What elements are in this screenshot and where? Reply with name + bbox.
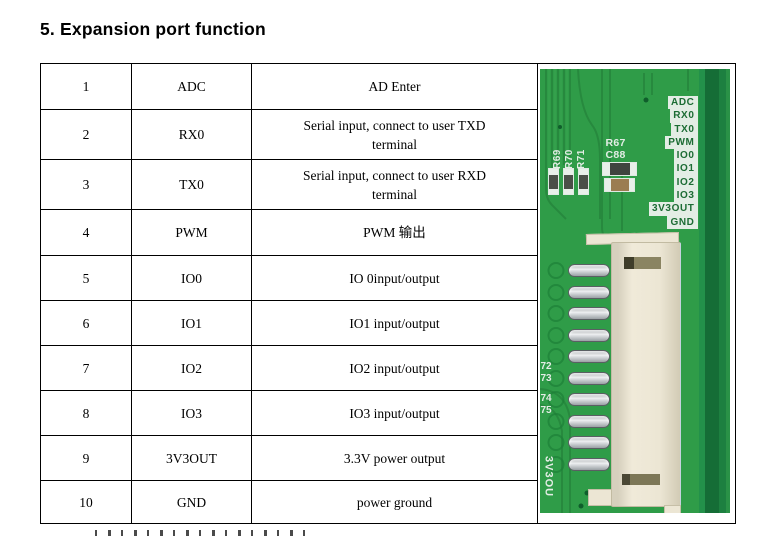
pin-name-cell: GND — [131, 480, 252, 524]
pcb-edge-strip — [725, 69, 730, 513]
edge-ref-label: 72 — [540, 361, 552, 372]
smd-resistor — [562, 168, 574, 195]
pin-number-cell: 9 — [40, 435, 132, 481]
content-area: 1 ADC AD Enter 2 RX0 Serial input, conne… — [40, 63, 736, 524]
connector-pin — [567, 393, 610, 406]
pin-number-cell: 3 — [40, 159, 132, 210]
table-row: 6 IO1 IO1 input/output — [40, 300, 538, 346]
silkscreen-ref-r67: R67 — [605, 137, 626, 149]
pin-name-cell: IO1 — [131, 300, 252, 346]
silkscreen-ref-label: R69 — [551, 149, 563, 169]
edge-ref-label: 75 — [540, 405, 552, 416]
silkscreen-ref-label: R70 — [563, 149, 575, 169]
pcb-pin-label: 3V3OUT — [648, 202, 698, 216]
pin-description-cell: IO2 input/output — [251, 345, 538, 391]
pin-description-cell: PWM 输出 — [251, 209, 538, 256]
pcb-pin-label: IO0 — [673, 149, 698, 163]
pin-description-cell: power ground — [251, 480, 538, 524]
pin-description-cell: 3.3V power output — [251, 435, 538, 481]
pin-function-table: 1 ADC AD Enter 2 RX0 Serial input, conne… — [40, 63, 538, 524]
connector-pin — [567, 264, 610, 277]
pin-description-cell: IO3 input/output — [251, 390, 538, 436]
pin-number-cell: 10 — [40, 480, 132, 524]
edge-ref-label: 73 — [540, 373, 552, 384]
pin-name-cell: IO0 — [131, 255, 252, 301]
smd-resistor-r67 — [601, 162, 637, 176]
table-row: 3 TX0 Serial input, connect to user RXD … — [40, 159, 538, 210]
connector-pin — [567, 350, 610, 363]
pin-number-cell: 4 — [40, 209, 132, 256]
pcb-pin-label: TX0 — [671, 122, 698, 136]
pin-name-cell: IO3 — [131, 390, 252, 436]
pin-number-cell: 6 — [40, 300, 132, 346]
table-row: 1 ADC AD Enter — [40, 63, 538, 110]
pcb-pin-label: ADC — [668, 96, 698, 110]
connector-pin — [567, 307, 610, 320]
connector-pin — [567, 329, 610, 342]
pcb-pin-label: RX0 — [670, 109, 698, 123]
table-row: 10 GND power ground — [40, 480, 538, 524]
table-row: 9 3V3OUT 3.3V power output — [40, 435, 538, 481]
table-row: 8 IO3 IO3 input/output — [40, 390, 538, 436]
pin-name-cell: RX0 — [131, 109, 252, 160]
pin-name-cell: TX0 — [131, 159, 252, 210]
pin-description-cell: IO 0input/output — [251, 255, 538, 301]
table-row: 4 PWM PWM 输出 — [40, 209, 538, 256]
table-row: 7 IO2 IO2 input/output — [40, 345, 538, 391]
edge-ref-label: 74 — [540, 393, 552, 404]
section-title: 5. Expansion port function — [40, 19, 266, 39]
edge-vertical-label: 3V3OU — [542, 456, 555, 498]
connector-pin — [567, 436, 610, 449]
silkscreen-ref-c88: C88 — [605, 149, 626, 161]
pin-number-cell: 1 — [40, 63, 132, 110]
smd-resistor-group — [547, 168, 589, 195]
connector-pin — [567, 372, 610, 385]
table-row: 5 IO0 IO 0input/output — [40, 255, 538, 301]
connector-top-slot — [623, 257, 661, 269]
pcb-pin-label: IO2 — [673, 175, 698, 190]
connector-bottom-slot — [621, 474, 660, 485]
pcb-pin-label: IO1 — [673, 162, 698, 176]
silkscreen-ref-label: R71 — [575, 149, 587, 169]
connector-pin — [567, 286, 610, 299]
connector-bottom-notch — [663, 505, 681, 513]
table-row: 2 RX0 Serial input, connect to user TXD … — [40, 109, 538, 160]
pin-number-cell: 5 — [40, 255, 132, 301]
pcb-pin-label: GND — [667, 215, 698, 229]
pin-description-cell: AD Enter — [251, 63, 538, 110]
pin-description-cell: Serial input, connect to user TXD termin… — [251, 109, 538, 160]
pin-number-cell: 7 — [40, 345, 132, 391]
pin-description-cell: Serial input, connect to user RXD termin… — [251, 159, 538, 210]
pin-number-cell: 2 — [40, 109, 132, 160]
connector-pin — [567, 415, 610, 428]
pin-name-cell: PWM — [131, 209, 252, 256]
pin-name-cell: ADC — [131, 63, 252, 110]
pcb-dark-strip — [698, 69, 726, 513]
smd-resistor — [547, 168, 559, 195]
pin-description-cell: IO1 input/output — [251, 300, 538, 346]
pin-name-cell: 3V3OUT — [131, 435, 252, 481]
pin-name-cell: IO2 — [131, 345, 252, 391]
pcb-pin-label: PWM — [665, 135, 698, 150]
pin-number-cell: 8 — [40, 390, 132, 436]
smd-capacitor-c88 — [603, 178, 635, 192]
connector-body — [610, 242, 681, 507]
pcb-pin-label: IO3 — [673, 189, 698, 203]
connector-pin — [567, 458, 610, 471]
clipped-next-line-text — [95, 530, 315, 536]
connector-bottom-foot — [587, 489, 614, 506]
smd-resistor — [577, 168, 589, 195]
